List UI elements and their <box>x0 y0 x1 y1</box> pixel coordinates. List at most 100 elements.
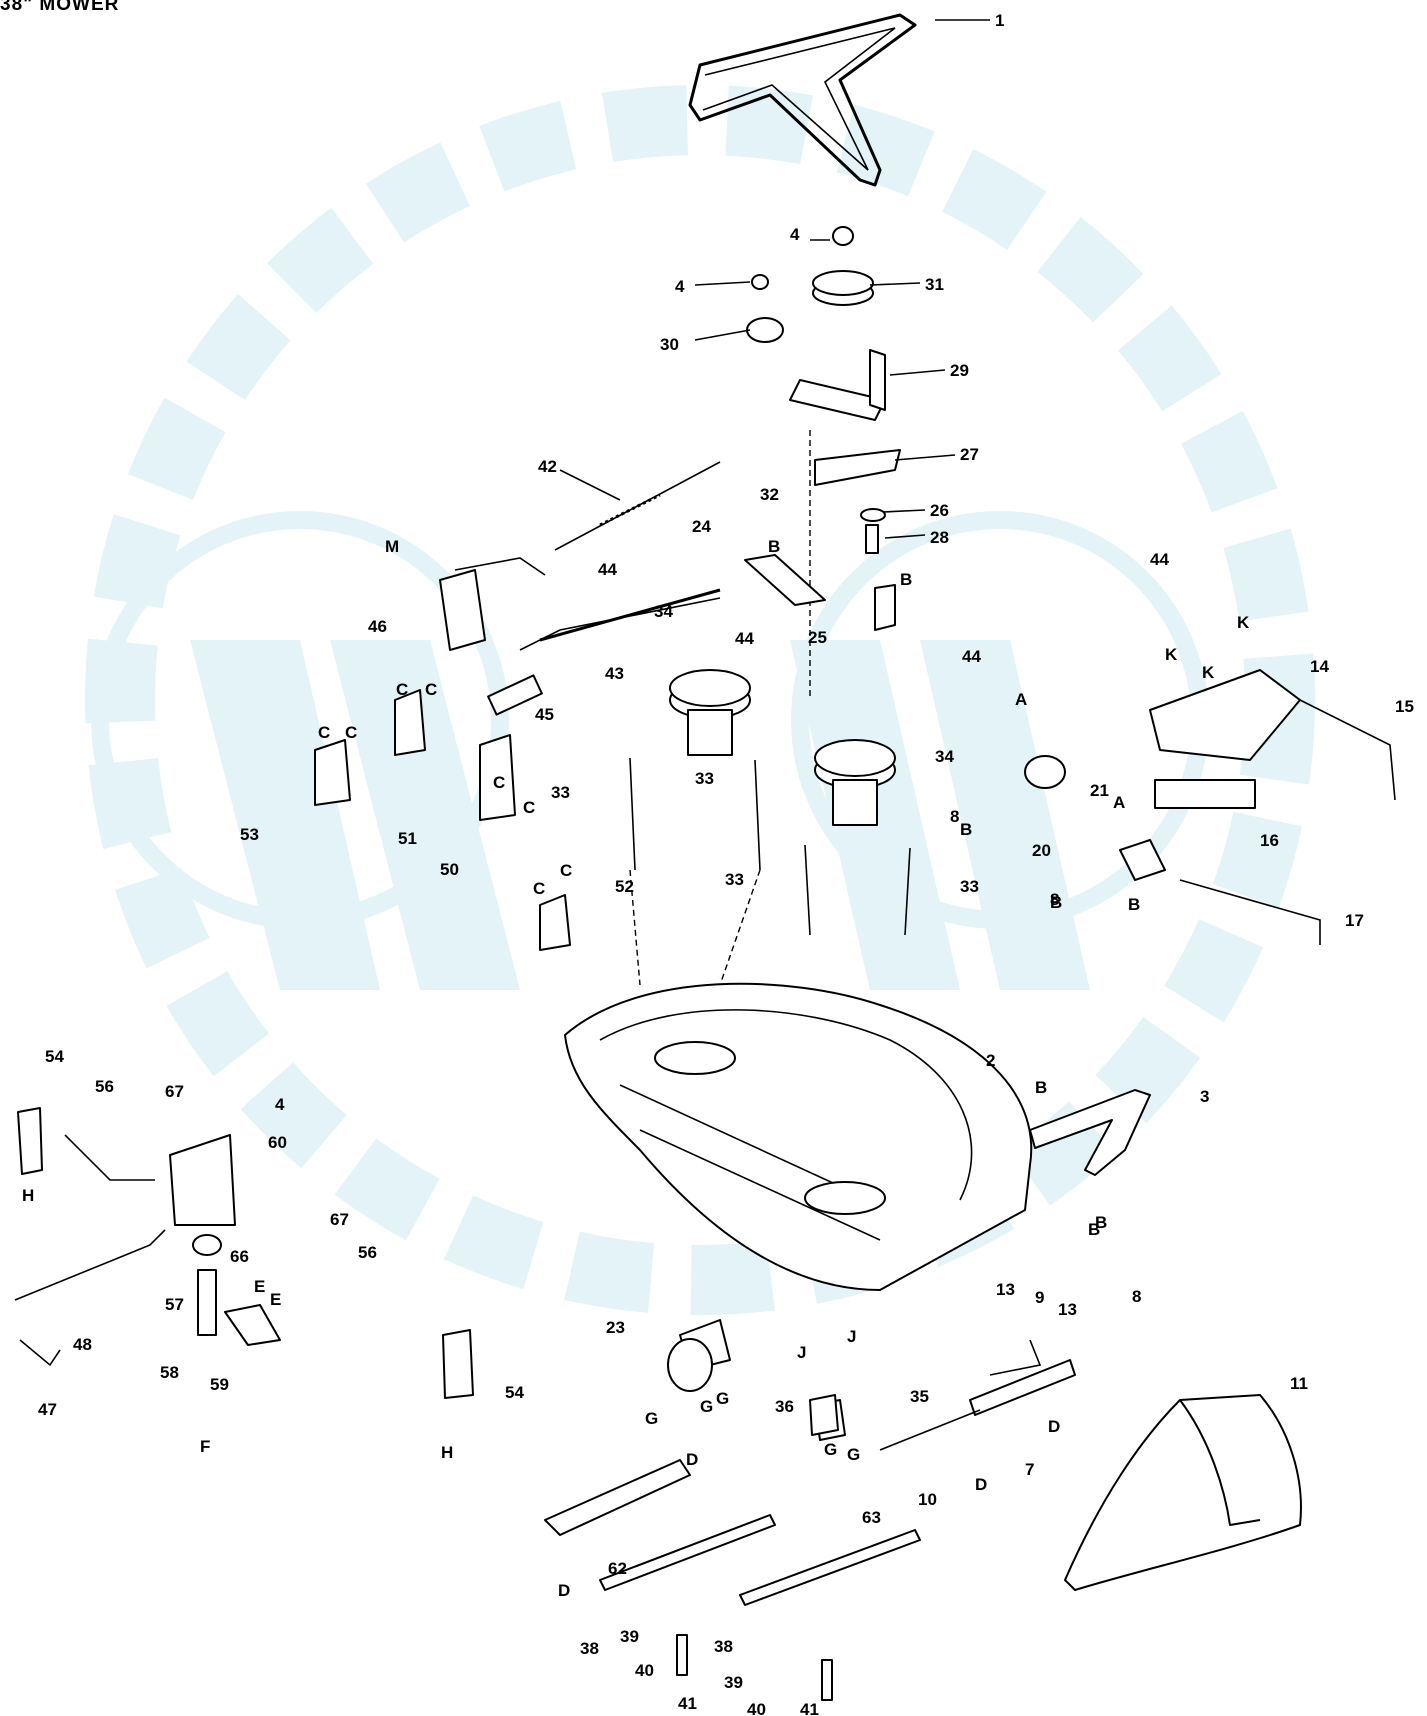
reference-letter-rC6: C <box>523 798 535 817</box>
reference-letter-rK3: K <box>1202 663 1215 682</box>
part-number-p56b: 56 <box>358 1243 377 1262</box>
part-number-p20: 20 <box>1032 841 1051 860</box>
part-number-p43: 43 <box>605 664 624 683</box>
part-number-p28: 28 <box>930 528 949 547</box>
reference-letter-rA1: A <box>1015 690 1027 709</box>
part-number-p11: 11 <box>1290 1374 1308 1393</box>
part-number-p66: 66 <box>230 1247 249 1266</box>
part-number-p33b: 33 <box>695 769 714 788</box>
discharge-chute <box>879 1339 1302 1591</box>
part-number-p48: 48 <box>73 1335 92 1354</box>
part-number-p41b: 41 <box>800 1700 819 1716</box>
reference-letter-rD2: D <box>558 1581 570 1600</box>
spring-part <box>554 461 721 551</box>
reference-letter-rF: F <box>200 1437 210 1456</box>
part-number-p58: 58 <box>160 1363 179 1382</box>
reference-letter-rJ2: J <box>847 1327 856 1346</box>
reference-letter-rG1: G <box>645 1409 658 1428</box>
part-number-p21: 21 <box>1090 781 1109 800</box>
part-number-p27: 27 <box>960 445 979 464</box>
reference-letter-rG2: G <box>700 1397 713 1416</box>
reference-letter-rB5: B <box>1128 895 1140 914</box>
reference-letter-rH1: H <box>22 1186 34 1205</box>
part-number-p34b: 34 <box>935 747 954 766</box>
part-number-p8c: 8 <box>1132 1287 1141 1306</box>
part-number-p67a: 67 <box>165 1082 184 1101</box>
part-number-p1: 1 <box>995 11 1004 30</box>
mower-deck <box>564 982 1033 1291</box>
reference-letter-rC2: C <box>345 723 357 742</box>
reference-letter-rB2: B <box>900 570 912 589</box>
reference-letter-rK2: K <box>1165 645 1178 664</box>
part-number-p4a: 4 <box>790 225 800 244</box>
part-number-p32: 32 <box>760 485 779 504</box>
part-number-p52: 52 <box>615 877 634 896</box>
part-number-p51: 51 <box>398 829 417 848</box>
part-number-p8a: 8 <box>950 807 959 826</box>
reference-letter-rC5: C <box>493 773 505 792</box>
part-number-p46: 46 <box>368 617 387 636</box>
belt-part <box>688 13 917 187</box>
reference-letter-rB1: B <box>768 537 780 556</box>
part-number-p56a: 56 <box>95 1077 114 1096</box>
part-number-p35: 35 <box>910 1387 929 1406</box>
part-number-p33c: 33 <box>725 870 744 889</box>
part-number-p44d: 44 <box>962 647 981 666</box>
part-number-p39a: 39 <box>620 1627 639 1646</box>
part-number-p13a: 13 <box>996 1280 1015 1299</box>
part-number-p54b: 54 <box>505 1383 524 1402</box>
part-number-p45: 45 <box>535 705 554 724</box>
part-number-p44b: 44 <box>1150 550 1169 569</box>
bracket-parts <box>744 554 896 631</box>
part-number-p4b: 4 <box>675 277 685 296</box>
part-number-p57: 57 <box>165 1295 184 1314</box>
deflector-arm <box>1029 1089 1151 1176</box>
lift-assembly <box>14 1107 474 1399</box>
small-brackets <box>314 689 571 951</box>
part-number-p16: 16 <box>1260 831 1279 850</box>
part-number-p54a: 54 <box>45 1047 64 1066</box>
part-number-p13b: 13 <box>1058 1300 1077 1319</box>
part-number-p63: 63 <box>862 1508 881 1527</box>
part-number-p25: 25 <box>808 628 827 647</box>
part-number-p38b: 38 <box>714 1637 733 1656</box>
part-number-p9: 9 <box>1035 1288 1044 1307</box>
part-number-p24: 24 <box>692 517 711 536</box>
reference-letter-rB8: B <box>1095 1213 1107 1232</box>
part-number-p15: 15 <box>1395 697 1414 716</box>
reference-letter-rD1: D <box>686 1450 698 1469</box>
reference-letter-rE1: E <box>254 1277 265 1296</box>
reference-letter-rH2: H <box>441 1443 453 1462</box>
part-number-p42: 42 <box>538 457 557 476</box>
reference-letter-rG4: G <box>824 1440 837 1459</box>
part-number-p30: 30 <box>660 335 679 354</box>
reference-letter-rC8: C <box>560 861 572 880</box>
reference-letter-rD4: D <box>1048 1417 1060 1436</box>
reference-letter-rB6: B <box>1035 1078 1047 1097</box>
part-number-p44c: 44 <box>735 629 754 648</box>
idler-pulley-assembly <box>746 226 901 700</box>
reference-letter-rC1: C <box>318 723 330 742</box>
reference-letter-rB4: B <box>1050 893 1062 912</box>
part-number-p7: 7 <box>1025 1460 1034 1479</box>
part-number-p59: 59 <box>210 1375 229 1394</box>
reference-letter-rM: M <box>385 537 399 556</box>
reference-letter-rG5: G <box>847 1445 860 1464</box>
reference-letter-rJ1: J <box>797 1343 806 1362</box>
reference-letter-rK1: K <box>1237 613 1250 632</box>
hanger-assembly <box>1024 669 1396 945</box>
part-number-p38a: 38 <box>580 1639 599 1658</box>
part-number-p50: 50 <box>440 860 459 879</box>
reference-letter-rD3: D <box>975 1475 987 1494</box>
part-number-p23: 23 <box>606 1318 625 1337</box>
part-number-p33a: 33 <box>551 783 570 802</box>
part-number-p44a: 44 <box>598 560 617 579</box>
reference-letter-rA2: A <box>1113 793 1125 812</box>
part-number-p53: 53 <box>240 825 259 844</box>
part-number-p62: 62 <box>608 1559 627 1578</box>
part-number-p60: 60 <box>268 1133 287 1152</box>
spindle-bearings <box>667 1338 839 1436</box>
part-number-p34a: 34 <box>654 602 673 621</box>
diagram-title: 38" MOWER <box>0 0 120 15</box>
